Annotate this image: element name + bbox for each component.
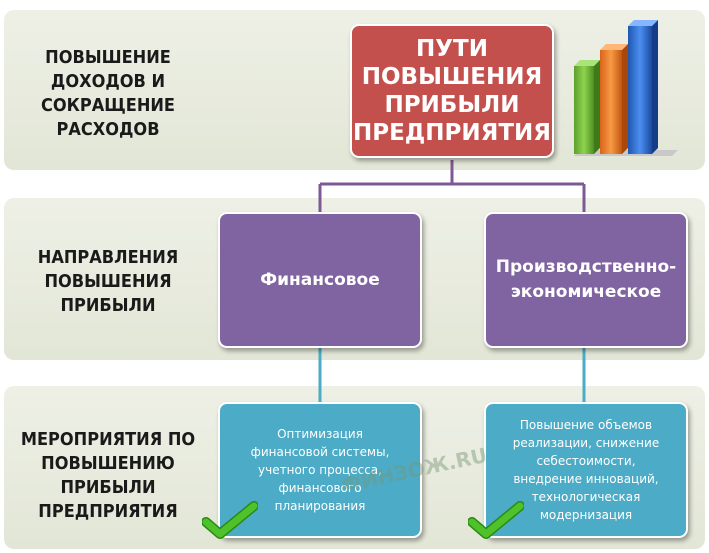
root-box-title: ПУТИ ПОВЫШЕНИЯ ПРИБЫЛИ ПРЕДПРИЯТИЯ: [350, 24, 554, 158]
measure-production: Повышение объемов реализации, снижение с…: [484, 402, 688, 538]
bar-chart-3d-icon: [574, 20, 678, 156]
row-label-bottom: МЕРОПРИЯТИЯ ПО ПОВЫШЕНИЮ ПРИБЫЛИ ПРЕДПРИ…: [20, 429, 196, 522]
checkmark-icon: [202, 501, 258, 539]
row-label-top: ПОВЫШЕНИЕ ДОХОДОВ И СОКРАЩЕНИЕ РАСХОДОВ: [41, 47, 175, 140]
row-label-middle: НАПРАВЛЕНИЯ ПОВЫШЕНИЯ ПРИБЫЛИ: [37, 247, 179, 316]
checkmark-icon: [468, 501, 524, 539]
direction-financial: Финансовое: [218, 212, 422, 348]
direction-production: Производственно-экономическое: [484, 212, 688, 348]
measure-financial: Оптимизация финансовой системы, учетного…: [218, 402, 422, 538]
